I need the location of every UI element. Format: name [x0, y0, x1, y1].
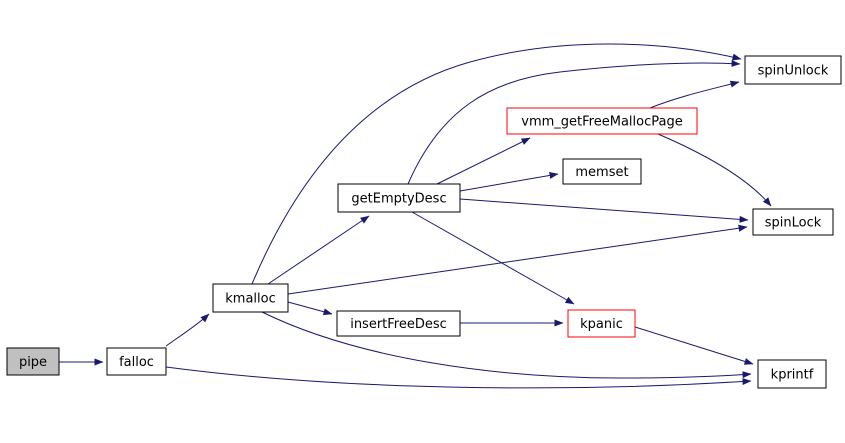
node-label-kpanic: kpanic — [580, 317, 623, 332]
edge-vmm_getFreeMallocPage-to-spinUnlock — [649, 80, 740, 109]
node-label-getEmptyDesc: getEmptyDesc — [351, 192, 446, 207]
node-label-spinLock: spinLock — [765, 216, 822, 231]
node-kpanic[interactable]: kpanic — [567, 309, 636, 338]
edge-kmalloc-to-kprintf — [261, 311, 752, 379]
node-vmm_getFreeMallocPage[interactable]: vmm_getFreeMallocPage — [506, 107, 698, 135]
node-label-kmalloc: kmalloc — [225, 292, 275, 307]
node-box-spinLock[interactable] — [752, 208, 834, 236]
node-label-memset: memset — [575, 165, 628, 180]
edge-getEmptyDesc-to-vmm_getFreeMallocPage — [436, 137, 531, 185]
node-spinLock[interactable]: spinLock — [752, 208, 834, 236]
node-box-getEmptyDesc[interactable] — [337, 183, 461, 213]
node-falloc[interactable]: falloc — [106, 347, 167, 376]
edge-kmalloc-to-insertFreeDesc — [287, 301, 333, 316]
node-box-vmm_getFreeMallocPage[interactable] — [506, 107, 698, 135]
node-spinUnlock[interactable]: spinUnlock — [744, 55, 842, 85]
node-box-kpanic[interactable] — [567, 309, 636, 338]
edge-falloc-to-kmalloc — [165, 313, 210, 347]
node-label-insertFreeDesc: insertFreeDesc — [350, 317, 447, 332]
node-label-kprintf: kprintf — [771, 368, 814, 383]
node-label-pipe: pipe — [19, 355, 47, 370]
node-box-insertFreeDesc[interactable] — [336, 310, 461, 337]
node-box-kmalloc[interactable] — [212, 283, 289, 313]
node-memset[interactable]: memset — [562, 158, 642, 185]
edge-kpanic-to-kprintf — [634, 326, 754, 365]
node-box-pipe[interactable] — [6, 347, 60, 376]
node-label-vmm_getFreeMallocPage: vmm_getFreeMallocPage — [521, 115, 682, 130]
node-getEmptyDesc[interactable]: getEmptyDesc — [337, 183, 461, 213]
node-box-memset[interactable] — [562, 158, 642, 185]
node-label-spinUnlock: spinUnlock — [758, 64, 829, 79]
edge-getEmptyDesc-to-spinLock — [459, 198, 749, 223]
node-kprintf[interactable]: kprintf — [757, 359, 827, 389]
node-box-falloc[interactable] — [106, 347, 167, 376]
edge-getEmptyDesc-to-memset — [459, 172, 559, 192]
edge-vmm_getFreeMallocPage-to-spinLock — [657, 133, 772, 207]
node-box-spinUnlock[interactable] — [744, 55, 842, 85]
node-insertFreeDesc[interactable]: insertFreeDesc — [336, 310, 461, 337]
edge-falloc-to-kprintf — [165, 366, 752, 389]
edge-kmalloc-to-getEmptyDesc — [267, 215, 370, 285]
node-kmalloc[interactable]: kmalloc — [212, 283, 289, 313]
node-pipe[interactable]: pipe — [6, 347, 60, 376]
node-label-falloc: falloc — [119, 355, 154, 370]
node-box-kprintf[interactable] — [757, 359, 827, 389]
edge-kmalloc-to-spinLock — [287, 224, 748, 295]
edge-getEmptyDesc-to-kpanic — [411, 211, 575, 305]
edge-kmalloc-to-spinUnlock — [251, 43, 742, 285]
edge-getEmptyDesc-to-spinUnlock — [407, 59, 741, 185]
